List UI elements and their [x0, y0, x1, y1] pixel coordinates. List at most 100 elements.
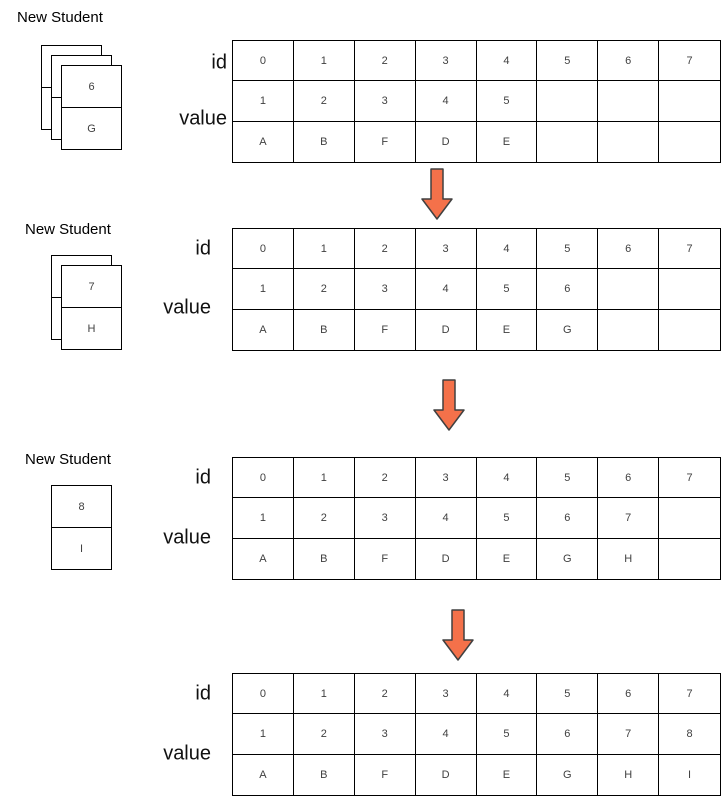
table-cell: F [355, 754, 416, 795]
table-cell: 3 [354, 81, 416, 122]
stage-3-value-label: value [163, 526, 211, 549]
table-cell: 0 [233, 458, 294, 499]
table-cell: 4 [415, 498, 477, 539]
table-cell: 3 [415, 41, 477, 82]
table-cell: 6 [598, 458, 660, 499]
table-cell: 6 [598, 229, 660, 270]
table-cell: 4 [476, 229, 538, 270]
table-cell: 1 [293, 229, 355, 270]
table-cell: 7 [598, 714, 660, 755]
stage-1-new-student-label: New Student [17, 9, 103, 26]
stage-2-new-student-label: New Student [25, 221, 111, 238]
table-cell [598, 121, 660, 162]
table-cell [659, 81, 720, 122]
table-cell: I [688, 768, 692, 781]
stage-1-value-label: value [179, 107, 227, 130]
table-cell: 1 [293, 41, 355, 82]
table-cell: 8 [659, 714, 720, 755]
table-cell: 1 [233, 498, 294, 539]
card-id-cell: 8 [52, 486, 111, 528]
table-cell: 3 [415, 229, 477, 270]
table-cell: 7 [659, 41, 720, 82]
table-cell [659, 498, 720, 539]
table-cell: 0 [233, 229, 294, 270]
stage-3-new-student-label: New Student [25, 451, 111, 468]
table-cell: 3 [354, 714, 416, 755]
table-cell [537, 121, 599, 162]
table-cell: 1 [233, 269, 294, 310]
table-cell: G [537, 754, 599, 795]
table-cell: A [233, 754, 294, 795]
down-arrow-icon [421, 168, 453, 220]
card-value-cell: G [87, 122, 96, 135]
table-cell: 5 [537, 458, 599, 499]
table-cell: B [294, 754, 355, 795]
table-cell: 2 [293, 81, 355, 122]
table-cell: B [294, 121, 355, 162]
table-cell: 7 [659, 229, 720, 270]
table-cell: A [233, 538, 294, 579]
card-value-cell: H [87, 322, 96, 335]
table-cell: D [416, 121, 477, 162]
table-cell [659, 122, 720, 162]
table-cell: F [355, 121, 416, 162]
table-cell: 6 [537, 714, 599, 755]
table-cell: 4 [415, 81, 477, 122]
card-id-cell: 7 [62, 266, 121, 308]
table-cell: 6 [537, 498, 599, 539]
table-cell [598, 269, 660, 310]
table-cell: D [416, 309, 477, 350]
table-cell: A [233, 121, 294, 162]
table-cell: 4 [415, 269, 477, 310]
table-cell: E [477, 121, 538, 162]
table-cell: 5 [537, 41, 599, 82]
table-cell: 2 [293, 269, 355, 310]
table-cell: 7 [598, 498, 660, 539]
table-cell: 3 [354, 498, 416, 539]
table-cell: F [355, 309, 416, 350]
table-cell: D [416, 538, 477, 579]
table-cell: F [355, 538, 416, 579]
table-cell: 2 [354, 674, 416, 715]
table-cell: 2 [293, 714, 355, 755]
table-cell: 2 [354, 458, 416, 499]
table-cell [537, 81, 599, 122]
stage-4-id-label: id [195, 682, 211, 705]
table-cell: 5 [537, 674, 599, 715]
table-cell: 3 [354, 269, 416, 310]
table-cell: 5 [476, 714, 538, 755]
table-cell [659, 539, 720, 579]
down-arrow-icon [433, 379, 465, 431]
table-cell: 4 [476, 41, 538, 82]
table-cell: 7 [659, 458, 720, 499]
table-cell: 4 [476, 458, 538, 499]
table-cell: 0 [233, 674, 294, 715]
stage-2-value-label: value [163, 296, 211, 319]
table-cell: E [477, 754, 538, 795]
table-cell: 6 [598, 674, 660, 715]
stage-2-student-card-front: 7 H [61, 265, 122, 350]
table-cell [659, 269, 720, 310]
table-cell: 5 [476, 498, 538, 539]
table-cell: H [598, 538, 660, 579]
table-cell: B [294, 538, 355, 579]
card-value-cell: I [79, 542, 84, 555]
table-cell: A [233, 309, 294, 350]
table-cell: D [416, 754, 477, 795]
table-cell: 2 [293, 498, 355, 539]
table-cell: E [477, 538, 538, 579]
table-cell: 5 [537, 229, 599, 270]
table-cell: G [537, 538, 599, 579]
table-cell: 7 [659, 674, 720, 715]
table-cell: 4 [415, 714, 477, 755]
table-cell: 2 [354, 229, 416, 270]
stage-3-id-label: id [195, 466, 211, 489]
table-cell [659, 310, 720, 350]
stage-2-id-label: id [195, 237, 211, 260]
table-cell [598, 309, 660, 350]
stage-3-student-card-front: 8 I [51, 485, 112, 570]
